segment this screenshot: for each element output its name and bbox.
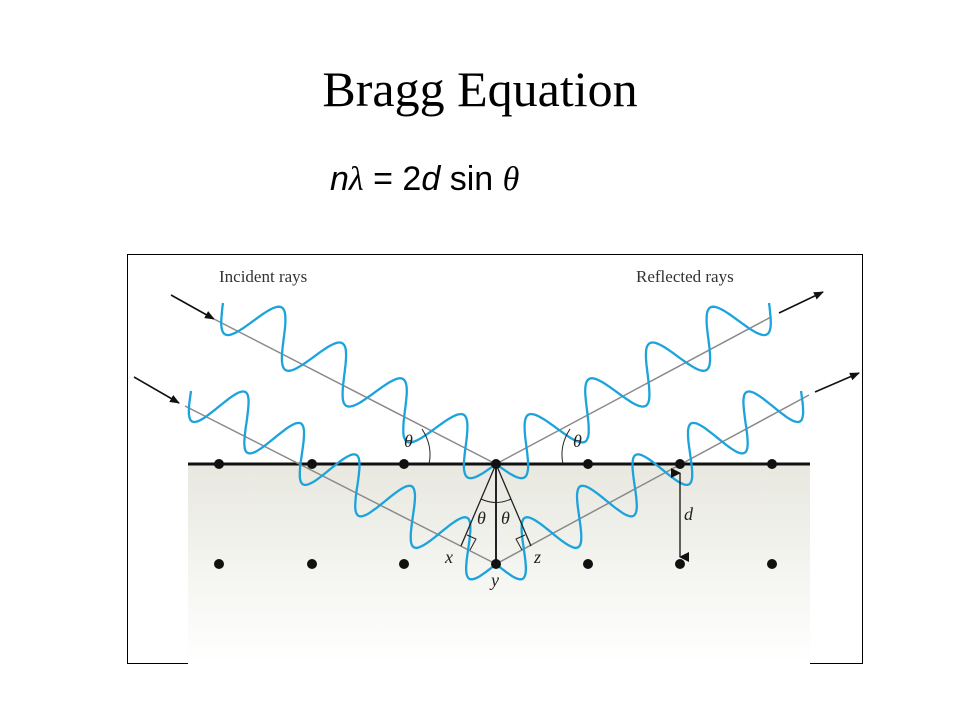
theta-label-inner-right: θ [501,508,510,528]
atom-row1-2 [307,459,317,469]
atom-row2-3 [399,559,409,569]
reflected-wave-2 [495,390,805,581]
reflected-rays-label: Reflected rays [636,267,734,286]
bragg-diffraction-figure: Incident rays Reflected rays θ θ θ θ d x… [127,254,863,664]
equation-equals-two: = 2 [363,160,422,198]
spacing-d-label: d [684,504,694,524]
atom-row2-5 [583,559,593,569]
reflected-ray-2 [495,394,810,565]
diffraction-diagram: Incident rays Reflected rays θ θ θ θ d x… [133,267,860,664]
slide-title: Bragg Equation [322,61,638,117]
atom-row2-4 [491,559,501,569]
atom-row1-5 [583,459,593,469]
right-angle-mark-z [515,534,526,551]
point-x-label: x [444,547,453,567]
atom-row1-3 [399,459,409,469]
bragg-equation: nλ = 2d sin θ [330,160,519,199]
equation-lambda: λ [348,161,364,198]
incident-ray-2 [184,405,497,565]
theta-label-left: θ [404,431,413,451]
theta-label-right: θ [573,431,582,451]
reflected-ray-2-arrow [814,372,860,393]
theta-arc-right [561,428,571,465]
atom-row1-6 [675,459,685,469]
incident-wave-1 [220,302,497,480]
atom-row1-4 [491,459,501,469]
incident-ray-1-arrow [170,294,215,320]
theta-arc-left [421,428,431,465]
incident-wave-2 [187,390,497,581]
incident-rays-label: Incident rays [219,267,307,286]
reflected-wave-1 [495,302,772,480]
theta-label-inner-left: θ [477,508,486,528]
construction-line-x [460,463,497,547]
incident-ray-1 [213,318,497,465]
atom-row2-1 [214,559,224,569]
equation-d: d [421,160,441,198]
reflected-ray-1 [495,316,772,465]
point-y-label: y [489,570,499,590]
wave-group [187,302,805,581]
ray-group [133,291,860,565]
reflected-ray-1-arrow [778,291,824,314]
atom-row2-6 [675,559,685,569]
equation-sin: sin [440,160,503,198]
atom-row1-1 [214,459,224,469]
construction-line-z [495,463,532,547]
atom-row2-2 [307,559,317,569]
atom-row1-7 [767,459,777,469]
theta-arc-bottom [480,498,512,503]
atom-row2-7 [767,559,777,569]
point-z-label: z [533,547,541,567]
atom-group [214,459,777,569]
right-angle-mark-x [466,534,477,551]
incident-ray-2-arrow [133,376,180,404]
equation-theta: θ [502,161,520,198]
equation-n: n [330,160,349,198]
